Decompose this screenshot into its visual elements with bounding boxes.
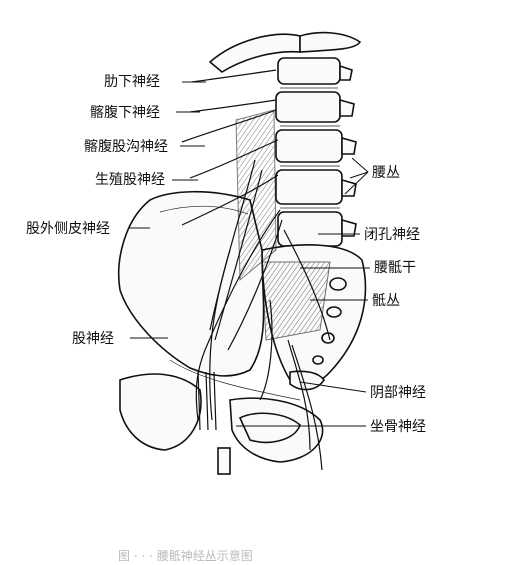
left-leaders (128, 81, 206, 339)
transverse-process-3 (341, 136, 357, 155)
vertebra-L4 (277, 211, 343, 247)
vertebra-T12 (277, 57, 341, 85)
sacral-foramina (312, 277, 347, 365)
femur-stub (217, 447, 231, 475)
label-sciatic-nerve: 坐骨神经 (370, 419, 426, 435)
transverse-process-5 (341, 218, 357, 237)
nerve-paths (169, 69, 331, 471)
ilium (117, 190, 265, 377)
rib-12-end (299, 31, 362, 53)
right-leaders (236, 157, 370, 427)
femoral-vessels (197, 369, 217, 431)
figure-caption: 图 · · · 腰骶神经丛示意图 (118, 548, 253, 563)
label-ilioinguinal-nerve: 髂腹股沟神经 (84, 138, 168, 155)
label-genitofemoral-nerve: 生殖股神经 (95, 171, 165, 188)
vertebral-column (208, 31, 362, 247)
pubic-bone (119, 373, 202, 451)
label-lumbosacral-trunk: 腰骶干 (374, 260, 416, 276)
label-iliohypogastric-nerve: 髂腹下神经 (90, 104, 160, 121)
label-pudendal-nerve: 阴部神经 (370, 385, 426, 401)
transverse-process-1 (339, 64, 353, 81)
label-subcostal-nerve: 肋下神经 (104, 74, 160, 90)
label-femoral-nerve: 股神经 (72, 331, 114, 347)
label-sacral-plexus: 骶丛 (372, 293, 400, 309)
vertebra-L2 (275, 129, 343, 163)
label-lumbar-plexus: 腰丛 (372, 165, 400, 181)
label-obturator-nerve: 闭孔神经 (364, 227, 420, 243)
transverse-process-2 (339, 98, 355, 117)
obturator-foramen (238, 412, 301, 444)
vertebra-L3 (275, 169, 343, 205)
sacral-plexus-region (261, 261, 331, 341)
vertebra-L1 (275, 91, 341, 123)
label-lateral-femoral-cutaneous-nerve: 股外侧皮神经 (26, 221, 110, 237)
transverse-process-4 (341, 178, 357, 197)
